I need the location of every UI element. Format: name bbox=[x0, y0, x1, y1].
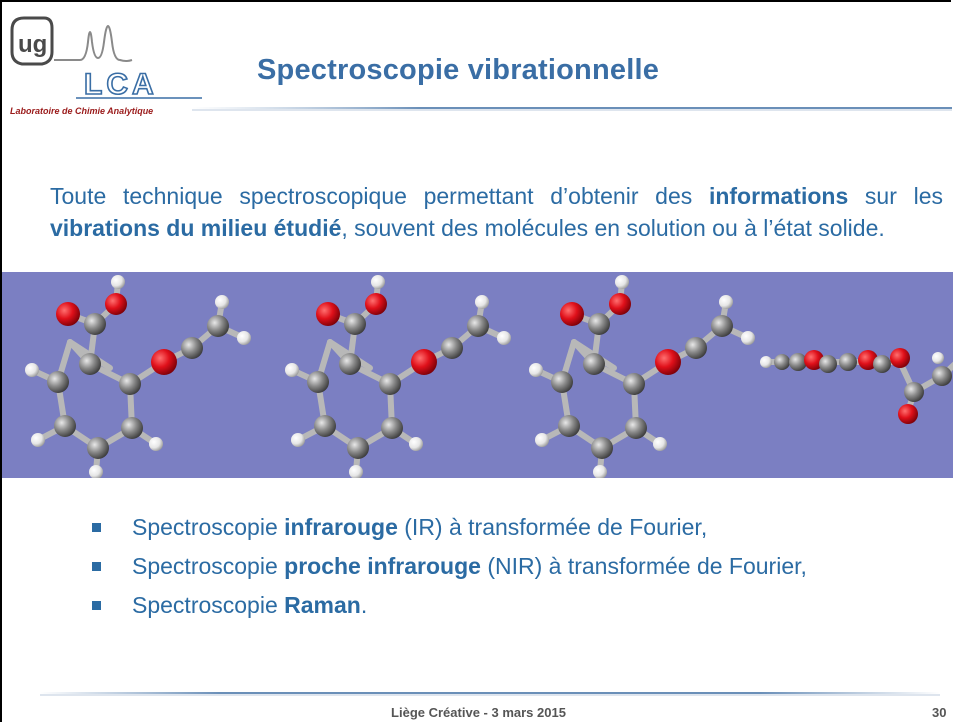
technique-list: Spectroscopie infrarouge (IR) à transfor… bbox=[92, 512, 944, 629]
page-number: 30 bbox=[932, 705, 947, 720]
lab-logo-graphic: ug LCA Laboratoire de Chimie Analytique bbox=[10, 16, 202, 116]
molecule-view-2 bbox=[285, 275, 511, 478]
bullet-bold: proche infrarouge bbox=[284, 553, 481, 579]
bullet-text: Spectroscopie bbox=[132, 592, 285, 618]
title-divider bbox=[192, 107, 952, 111]
footer-divider bbox=[40, 692, 940, 696]
bullet-bold: Raman bbox=[284, 592, 361, 618]
bullet-text: Spectroscopie bbox=[132, 553, 285, 579]
bullet-square-icon bbox=[92, 523, 101, 532]
bullet-bold: infrarouge bbox=[284, 514, 398, 540]
slide-title: Spectroscopie vibrationnelle bbox=[257, 54, 660, 86]
list-item: Spectroscopie proche infrarouge (NIR) à … bbox=[92, 551, 944, 582]
svg-text:Laboratoire de Chimie Analytiq: Laboratoire de Chimie Analytique bbox=[10, 106, 153, 116]
svg-text:ug: ug bbox=[18, 31, 47, 58]
molecule-view-1 bbox=[25, 275, 251, 478]
intro-text-3: , souvent des molécules en solution ou à… bbox=[341, 215, 885, 241]
list-item: Spectroscopie infrarouge (IR) à transfor… bbox=[92, 512, 944, 543]
intro-paragraph: Toute technique spectroscopique permetta… bbox=[50, 180, 943, 244]
bullet-square-icon bbox=[92, 562, 101, 571]
bullet-text: (IR) à transformée de Fourier, bbox=[397, 514, 708, 540]
lab-logo: ug LCA Laboratoire de Chimie Analytique bbox=[8, 12, 208, 122]
intro-bold-1: informations bbox=[708, 183, 849, 209]
molecule-images bbox=[2, 272, 953, 478]
footer-text: Liège Créative - 3 mars 2015 bbox=[391, 705, 566, 720]
svg-text:LCA: LCA bbox=[84, 68, 158, 101]
molecule-band bbox=[2, 272, 953, 478]
intro-bold-2: vibrations du milieu étudié bbox=[50, 215, 342, 241]
list-item: Spectroscopie Raman. bbox=[92, 590, 944, 621]
molecule-view-4 bbox=[760, 348, 953, 424]
molecule-view-3 bbox=[529, 275, 755, 478]
bullet-text: . bbox=[360, 592, 368, 618]
intro-text-2: sur les bbox=[848, 183, 943, 209]
bullet-text: (NIR) à transformée de Fourier, bbox=[480, 553, 807, 579]
bullet-square-icon bbox=[92, 601, 101, 610]
bullet-text: Spectroscopie bbox=[132, 514, 285, 540]
intro-text-1: Toute technique spectroscopique permetta… bbox=[50, 183, 709, 209]
